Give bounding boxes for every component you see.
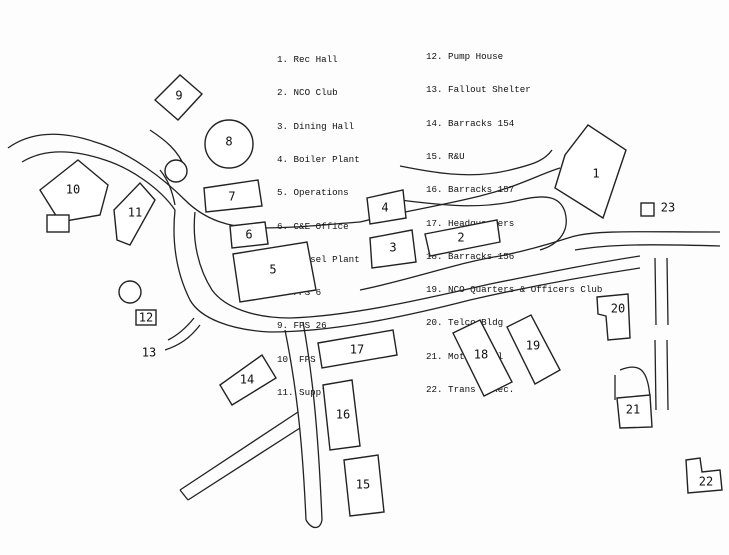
label-22: 22 bbox=[699, 475, 713, 489]
label-20: 20 bbox=[611, 302, 625, 316]
label-13: 13 bbox=[142, 346, 156, 360]
label-1: 1 bbox=[592, 167, 599, 181]
road-network bbox=[7, 129, 721, 529]
building-headquarters bbox=[317, 329, 398, 369]
legend-item: 18. Barracks 156 bbox=[426, 250, 515, 262]
building-nco-club bbox=[424, 219, 501, 257]
label-16: 16 bbox=[336, 408, 350, 422]
legend-item: 20. Telco Bldg bbox=[426, 317, 504, 329]
label-23: 23 bbox=[661, 201, 675, 215]
label-8: 8 bbox=[225, 135, 232, 149]
legend-item: 19. NCO Quarters & Officers Club bbox=[426, 284, 603, 296]
label-21: 21 bbox=[626, 403, 640, 417]
buildings bbox=[39, 74, 723, 517]
legend-item: 12. Pump House bbox=[426, 51, 504, 63]
label-18: 18 bbox=[474, 348, 488, 362]
label-3: 3 bbox=[389, 241, 396, 255]
label-17: 17 bbox=[350, 343, 364, 357]
building-10-annex bbox=[46, 214, 70, 233]
label-5: 5 bbox=[269, 263, 276, 277]
label-4: 4 bbox=[381, 201, 388, 215]
legend-item: 2. NCO Club bbox=[277, 87, 338, 99]
legend-item: 3. Dining Hall bbox=[277, 120, 355, 132]
legend-item: 13. Fallout Shelter bbox=[426, 84, 531, 96]
label-2: 2 bbox=[457, 231, 464, 245]
building-23 bbox=[640, 202, 655, 217]
label-19: 19 bbox=[526, 339, 540, 353]
legend-item: 16. Barracks 157 bbox=[426, 184, 515, 196]
legend-item: 5. Operations bbox=[277, 187, 349, 199]
label-7: 7 bbox=[228, 190, 235, 204]
building-operations bbox=[232, 241, 317, 303]
legend-item: 11. Supply bbox=[277, 387, 333, 398]
building-motor-pool bbox=[616, 394, 653, 429]
building-fps-6 bbox=[204, 119, 254, 169]
building-telco bbox=[596, 293, 631, 341]
building-numbers: 1 2 3 4 5 6 7 8 9 10 11 12 13 14 15 16 1… bbox=[66, 89, 713, 492]
label-10: 10 bbox=[66, 183, 80, 197]
legend-item: 15. R&U bbox=[426, 151, 465, 163]
legend-item: 14. Barracks 154 bbox=[426, 117, 515, 129]
label-12: 12 bbox=[139, 311, 153, 325]
label-6: 6 bbox=[245, 228, 252, 242]
building-r-and-u bbox=[343, 454, 385, 517]
legend-item: 9. FPS 26 bbox=[277, 320, 327, 332]
legend-item: 4. Boiler Plant bbox=[277, 154, 360, 166]
building-barracks-154 bbox=[219, 353, 277, 406]
building-barracks-157 bbox=[322, 379, 361, 451]
building-trans-rec bbox=[685, 457, 723, 494]
label-9: 9 bbox=[175, 89, 182, 103]
legend-right: 12. Pump House 13. Fallout Shelter 14. B… bbox=[426, 29, 602, 417]
building-fps-26 bbox=[153, 74, 204, 121]
building-pump-house bbox=[135, 309, 157, 326]
building-rec-hall bbox=[554, 124, 627, 220]
legend-item: 1. Rec Hall bbox=[277, 54, 338, 66]
building-dining-hall bbox=[369, 229, 417, 269]
label-11: 11 bbox=[128, 206, 142, 220]
building-supply bbox=[113, 181, 156, 246]
building-ce-office bbox=[229, 221, 269, 249]
label-15: 15 bbox=[356, 478, 370, 492]
building-boiler-plant bbox=[366, 189, 407, 225]
building-diesel-plant bbox=[203, 179, 263, 213]
building-barracks-156 bbox=[452, 319, 513, 397]
building-small-round bbox=[164, 159, 188, 183]
building-pump-round bbox=[118, 280, 142, 304]
building-nco-quarters bbox=[506, 314, 561, 385]
label-14: 14 bbox=[240, 373, 254, 387]
